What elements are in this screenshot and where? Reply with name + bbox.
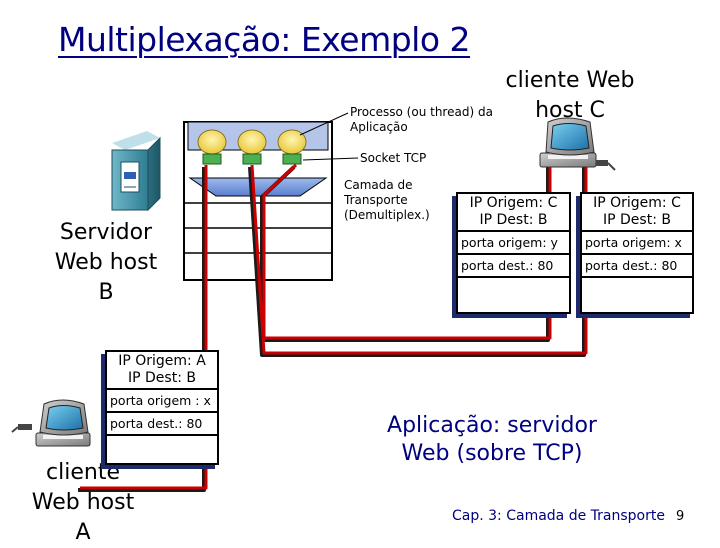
- packet-payload: [582, 278, 692, 312]
- connection-a: [80, 165, 208, 490]
- packet-payload: [107, 436, 217, 463]
- packet-dst-ip: IP Dest: B: [603, 212, 671, 228]
- packet-ip-header: IP Origem: C IP Dest: B: [582, 194, 692, 232]
- server-tower-icon: [111, 131, 161, 212]
- process-annotation: Processo (ou thread) da Aplicação: [350, 105, 493, 134]
- socket-1: [202, 153, 222, 165]
- process-ellipse-2: [237, 129, 267, 155]
- packet-src-ip: IP Origem: C: [593, 195, 681, 211]
- process-ellipse-3: [277, 129, 307, 155]
- process-pointer-line: [299, 112, 349, 136]
- process-ellipse-1: [197, 129, 227, 155]
- packet-ip-header: IP Origem: A IP Dest: B: [107, 352, 217, 390]
- client-c-computer-icon: [539, 117, 616, 171]
- client-c-label: cliente Web host C: [505, 68, 635, 123]
- packet-dst-port: porta dest.: 80: [458, 255, 569, 278]
- socket-pointer-line: [302, 157, 359, 161]
- socket-annotation: Socket TCP: [360, 151, 427, 165]
- packet-src-ip: IP Origem: A: [118, 353, 206, 369]
- page-number: 9: [676, 509, 685, 524]
- packet-dst-ip: IP Dest: B: [128, 370, 196, 386]
- packet-payload: [458, 278, 569, 312]
- socket-3: [282, 153, 302, 165]
- packet-dst-port: porta dest.: 80: [582, 255, 692, 278]
- packet-src-port: porta origem: x: [582, 232, 692, 255]
- socket-2: [242, 153, 262, 165]
- packet-ip-header: IP Origem: C IP Dest: B: [458, 194, 569, 232]
- packet-c-port-y: IP Origem: C IP Dest: B porta origem: y …: [456, 192, 571, 314]
- packet-src-port: porta origem : x: [107, 390, 217, 413]
- packet-dst-port: porta dest.: 80: [107, 413, 217, 436]
- packet-src-ip: IP Origem: C: [469, 195, 558, 211]
- packet-dst-ip: IP Dest: B: [479, 212, 548, 228]
- packet-c-port-x: IP Origem: C IP Dest: B porta origem: x …: [580, 192, 694, 314]
- transport-annotation: Camada de Transporte (Demultiplex.): [344, 178, 430, 222]
- client-a-computer-icon: [11, 399, 91, 447]
- slide-title: Multiplexação: Exemplo 2: [58, 20, 471, 59]
- server-host-b-label: Servidor Web host B: [54, 220, 158, 305]
- packet-src-port: porta origem: y: [458, 232, 569, 255]
- client-a-label: cliente Web host A: [31, 460, 135, 545]
- application-caption: Aplicação: servidor Web (sobre TCP): [387, 413, 597, 466]
- packet-a-port-x: IP Origem: A IP Dest: B porta origem : x…: [105, 350, 219, 465]
- footer-chapter: Cap. 3: Camada de Transporte: [452, 508, 665, 524]
